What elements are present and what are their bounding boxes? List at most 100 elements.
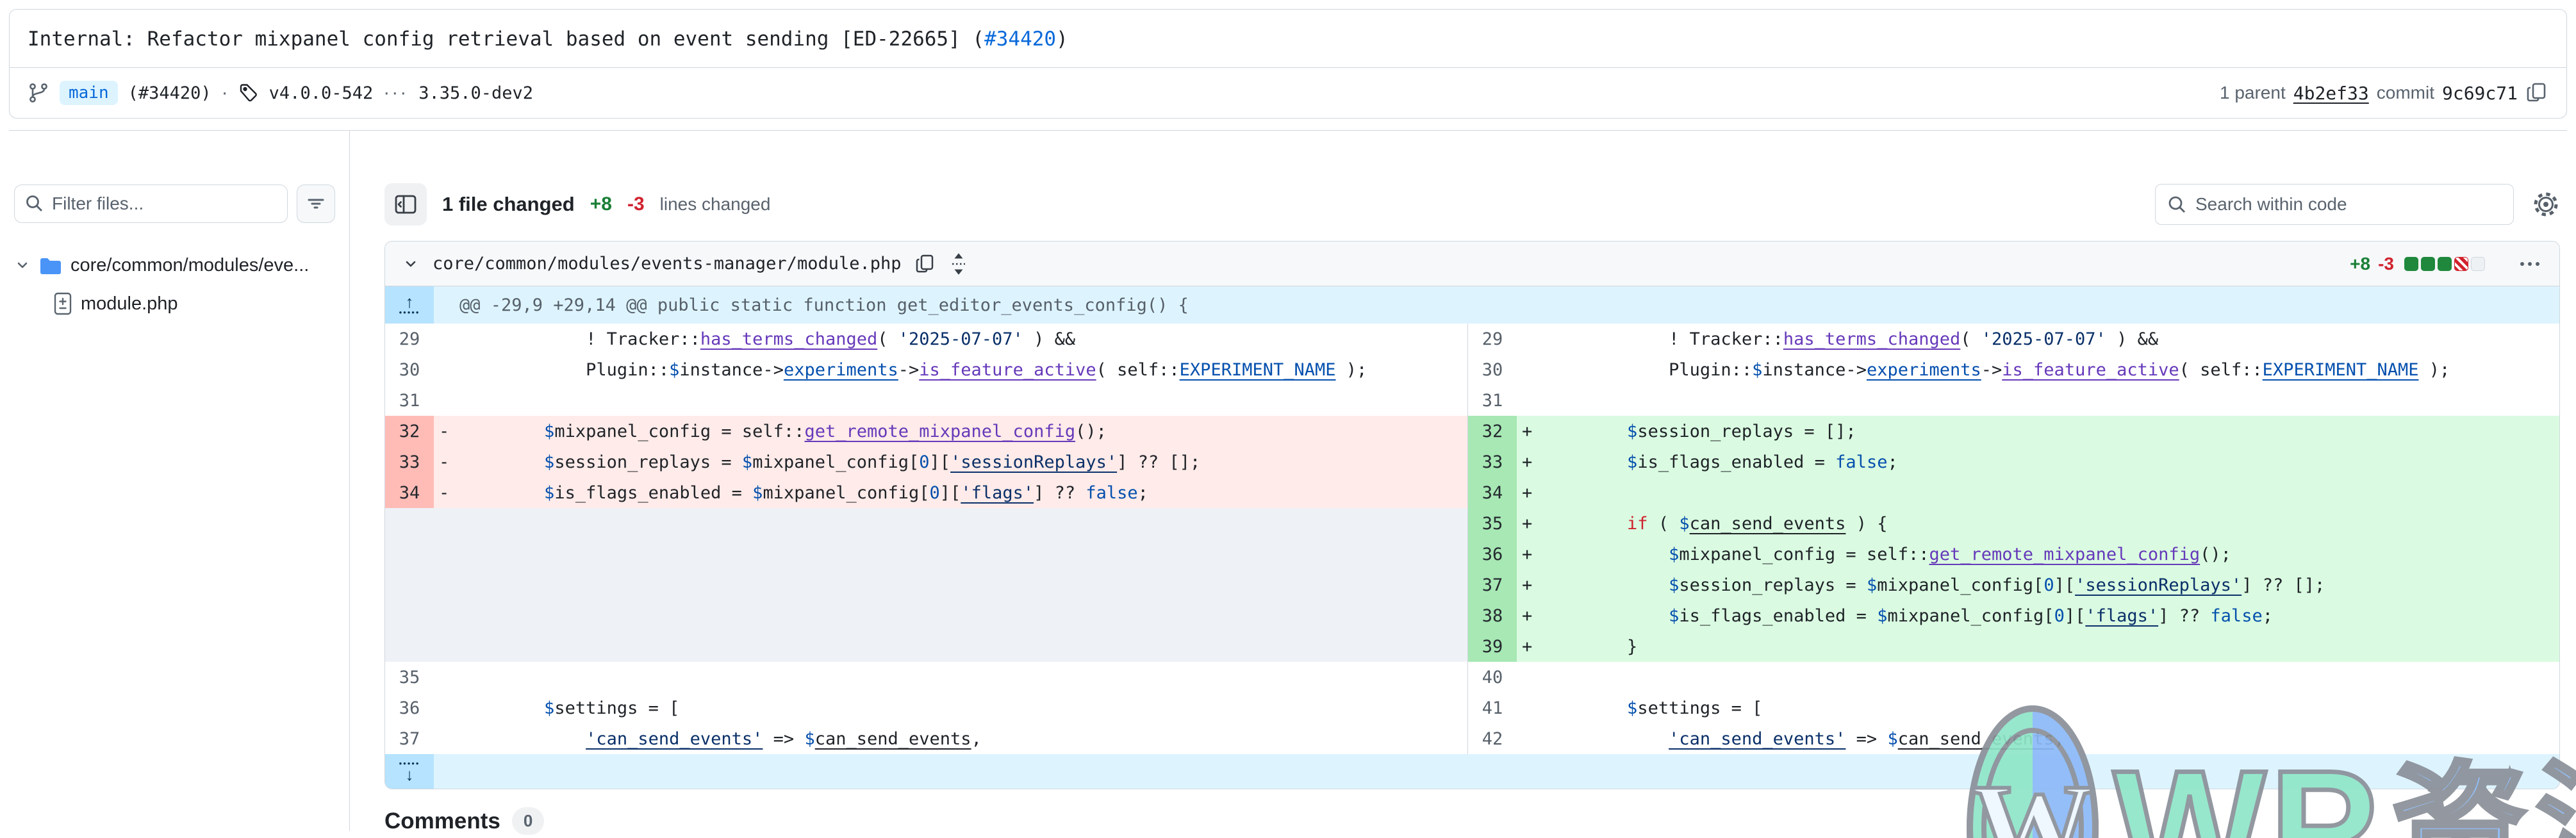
file-tree: core/common/modules/eve... module.php (14, 249, 335, 320)
diff-marker: + (1522, 452, 1533, 472)
toggle-file-tree-button[interactable] (384, 183, 427, 226)
line-number[interactable]: 34 (385, 477, 434, 508)
chevron-down-icon (14, 257, 31, 274)
diff-marker: + (1522, 513, 1533, 534)
code-line: $is_flags_enabled = false; (1627, 452, 1898, 472)
parent-sha-link[interactable]: 4b2ef33 (2293, 82, 2369, 104)
expand-down-button[interactable]: ••••• ↓ (385, 754, 434, 789)
line-number[interactable]: 40 (1482, 667, 1503, 687)
deletions-count: -3 (627, 193, 645, 215)
pr-link[interactable]: #34420 (984, 28, 1057, 51)
line-number[interactable]: 32 (1468, 416, 1517, 447)
diff-line-add: 34+ (1468, 477, 2559, 508)
gear-icon[interactable] (2532, 190, 2560, 218)
branch-pr-number: (#34420) (128, 83, 211, 103)
line-number[interactable]: 39 (1468, 631, 1517, 662)
line-number[interactable]: 37 (1468, 570, 1517, 600)
line-number[interactable]: 36 (399, 698, 420, 718)
diff-line-del: 34- $is_flags_enabled = $mixpanel_config… (385, 477, 1468, 508)
diff-row: 36 $settings = [41 $settings = [ (385, 693, 2559, 723)
kebab-menu-icon[interactable] (2517, 259, 2543, 269)
expand-up-button[interactable]: ↑ ••••• (385, 286, 434, 324)
line-number[interactable]: 29 (399, 329, 420, 349)
diff-line-ctx: 30 Plugin::$instance->experiments->is_fe… (385, 354, 1468, 385)
filter-files-input[interactable] (14, 185, 288, 223)
code-line (461, 385, 1467, 416)
chevron-down-icon[interactable] (402, 255, 420, 273)
code-line: Plugin::$instance->experiments->is_featu… (461, 359, 1367, 380)
diff-line-add: 33+ $is_flags_enabled = false; (1468, 447, 2559, 477)
arrow-up-icon: ↑ (405, 292, 414, 311)
diff-row: 38+ $is_flags_enabled = $mixpanel_config… (385, 600, 2559, 631)
branch-name[interactable]: main (60, 81, 118, 105)
line-number[interactable]: 33 (385, 447, 434, 477)
line-number[interactable]: 42 (1482, 728, 1503, 749)
commit-title-suffix: ) (1056, 28, 1068, 51)
comments-count-badge: 0 (511, 807, 545, 835)
tree-file-row[interactable]: module.php (14, 287, 335, 320)
diff-row: 39+ } (385, 631, 2559, 662)
line-number[interactable]: 35 (399, 667, 420, 687)
line-number[interactable]: 30 (1482, 359, 1503, 380)
line-number[interactable]: 37 (399, 728, 420, 749)
line-number[interactable]: 34 (1468, 477, 1517, 508)
diff-marker (434, 723, 461, 754)
filter-input-wrap (14, 185, 288, 223)
diff-marker (1517, 662, 1544, 693)
diff-line-add: 36+ $mixpanel_config = self::get_remote_… (1468, 539, 2559, 570)
toolbar-right (2155, 184, 2560, 225)
diff-line-add: 37+ $session_replays = $mixpanel_config[… (1468, 570, 2559, 600)
diff-marker (1517, 385, 1544, 416)
copy-path-icon[interactable] (914, 253, 936, 275)
diff-file-card: core/common/modules/events-manager/modul… (384, 241, 2560, 789)
diff-line-ctx: 29 ! Tracker::has_terms_changed( '2025-0… (385, 324, 1468, 354)
copy-sha-button[interactable] (2525, 81, 2548, 104)
line-number[interactable]: 36 (1468, 539, 1517, 570)
meta-separator: · (221, 82, 228, 103)
search-within-code-input[interactable] (2155, 184, 2514, 225)
line-number[interactable]: 33 (1468, 447, 1517, 477)
tree-folder-row[interactable]: core/common/modules/eve... (14, 249, 335, 282)
commit-meta-bar: main (#34420) · v4.0.0-542 ··· 3.35.0-de… (10, 68, 2566, 118)
file-deletions: -3 (2378, 253, 2394, 274)
tag-name-secondary[interactable]: 3.35.0-dev2 (418, 83, 534, 103)
diff-marker (434, 693, 461, 723)
diff-file-header: core/common/modules/events-manager/modul… (385, 242, 2559, 286)
expand-diff-icon[interactable] (949, 252, 968, 276)
line-number[interactable]: 30 (399, 359, 420, 380)
diff-filler (385, 600, 1468, 631)
diff-marker: + (1522, 544, 1533, 564)
diff-file-path[interactable]: core/common/modules/events-manager/modul… (433, 254, 902, 274)
diff-row: 37 'can_send_events' => $can_send_events… (385, 723, 2559, 754)
diff-main: 1 file changed +8 -3 lines changed (350, 131, 2576, 835)
code-line (1544, 385, 2559, 416)
line-number[interactable]: 38 (1468, 600, 1517, 631)
tag-name[interactable]: v4.0.0-542 (268, 83, 374, 103)
diff-row: 34- $is_flags_enabled = $mixpanel_config… (385, 477, 2559, 508)
lines-changed-label: lines changed (659, 194, 771, 214)
commit-label: commit (2376, 83, 2434, 103)
line-number[interactable]: 29 (1482, 329, 1503, 349)
diff-marker: + (1522, 605, 1533, 626)
more-tags-button[interactable]: ··· (383, 82, 409, 103)
code-line: ! Tracker::has_terms_changed( '2025-07-0… (1544, 329, 2159, 349)
diff-line-ctx: 31 (385, 385, 1468, 416)
line-number[interactable]: 31 (1482, 390, 1503, 411)
folder-icon (38, 254, 63, 276)
code-line (1544, 477, 2559, 508)
diff-marker (1517, 324, 1544, 354)
diff-line-add: 32+ $session_replays = []; (1468, 416, 2559, 447)
filter-options-button[interactable] (297, 185, 335, 223)
diff-row: 32- $mixpanel_config = self::get_remote_… (385, 416, 2559, 447)
line-number[interactable]: 35 (1468, 508, 1517, 539)
line-number[interactable]: 31 (399, 390, 420, 411)
diff-line-ctx: 36 $settings = [ (385, 693, 1468, 723)
diff-block-add (2421, 256, 2435, 271)
line-number[interactable]: 32 (385, 416, 434, 447)
diff-line-ctx: 30 Plugin::$instance->experiments->is_fe… (1468, 354, 2559, 385)
diff-row: 31 31 (385, 385, 2559, 416)
code-line: $is_flags_enabled = $mixpanel_config[0][… (1669, 605, 2273, 626)
line-number[interactable]: 41 (1482, 698, 1503, 718)
diff-line-del: 32- $mixpanel_config = self::get_remote_… (385, 416, 1468, 447)
diff-row: 29 ! Tracker::has_terms_changed( '2025-0… (385, 324, 2559, 354)
